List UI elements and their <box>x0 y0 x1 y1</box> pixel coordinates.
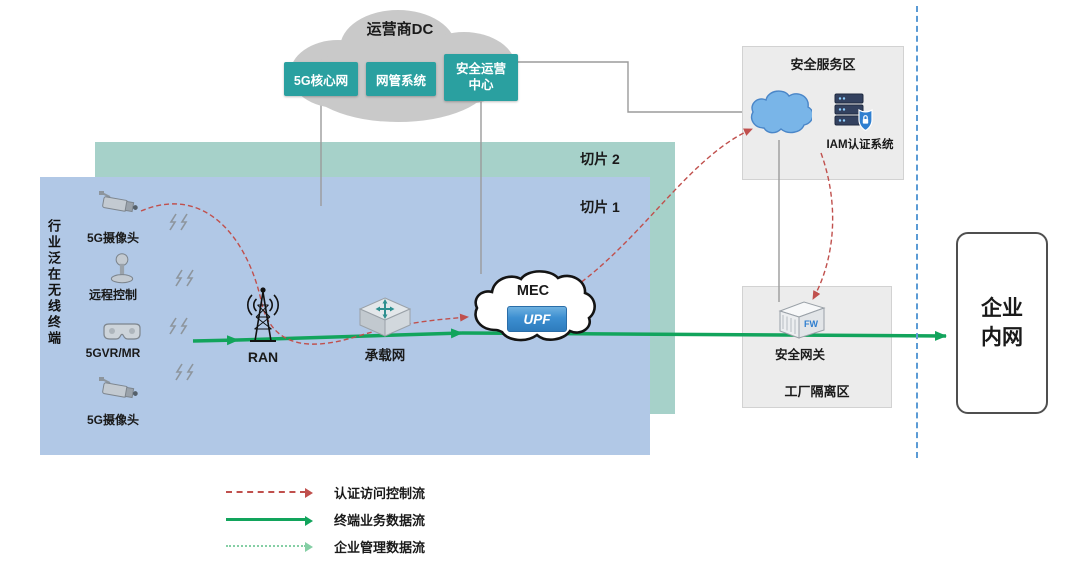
wireless-signal-icon <box>169 213 188 231</box>
mec-label: MEC <box>516 283 550 299</box>
enterprise-intranet-box: 企业 内网 <box>956 232 1048 414</box>
iam-server-lock-icon <box>834 93 873 132</box>
enterprise-line2: 内网 <box>981 326 1023 349</box>
security-gateway-label: 安全网关 <box>774 348 825 362</box>
fw-text: FW <box>804 319 818 329</box>
wireless-signal-icon <box>175 363 194 381</box>
security-cloud-icon <box>750 90 812 134</box>
legend-item-management-flow: 企业管理数据流 <box>226 538 426 555</box>
enterprise-line1: 企业 <box>981 296 1023 320</box>
bearer-network-label: 承载网 <box>364 348 406 363</box>
terminal-label-vr: 5GVR/MR <box>85 346 141 360</box>
boundary-separator-line <box>916 6 918 458</box>
green-dotted-arrow-sample <box>226 542 313 552</box>
legend-item-business-flow: 终端业务数据流 <box>226 511 426 528</box>
firewall-gateway-icon: FW <box>778 301 826 339</box>
bearer-network-router-icon <box>358 297 412 337</box>
legend-item-auth-flow: 认证访问控制流 <box>226 484 426 501</box>
green-solid-arrow-sample <box>226 515 313 526</box>
nms-box: 网管系统 <box>366 62 436 96</box>
slice-2-label: 切片 2 <box>580 151 620 167</box>
iam-system-label: IAM认证系统 <box>826 139 894 151</box>
terminal-group-label: 行业泛在无线终端 <box>46 219 61 347</box>
soc-box-line2: 中心 <box>468 77 494 92</box>
soc-box-line1: 安全运营 <box>455 61 506 76</box>
wireless-signal-icon <box>175 269 194 287</box>
operator-dc-title: 运营商DC <box>366 21 434 38</box>
legend-label-business-flow: 终端业务数据流 <box>334 512 426 528</box>
red-dashed-arrow-sample <box>226 488 313 498</box>
soc-box: 安全运营 中心 <box>444 54 518 101</box>
slice-1-label: 切片 1 <box>580 199 620 215</box>
cctv-camera-icon <box>99 377 138 399</box>
cctv-camera-icon <box>99 191 138 213</box>
terminal-label-camera-2: 5G摄像头 <box>86 413 139 427</box>
terminal-label-camera-1: 5G摄像头 <box>86 231 139 245</box>
upf-box: UPF <box>507 306 567 332</box>
wireless-signal-icon <box>169 317 188 335</box>
soc-to-security-zone-line <box>518 61 742 113</box>
terminal-label-remote: 远程控制 <box>88 288 137 302</box>
legend-label-auth-flow: 认证访问控制流 <box>334 485 426 501</box>
remote-control-icon <box>110 253 134 284</box>
vr-headset-icon <box>103 323 141 340</box>
core-network-box: 5G核心网 <box>284 62 358 96</box>
ran-label: RAN <box>247 349 279 365</box>
antenna-tower-icon <box>247 287 279 342</box>
factory-dmz-title: 工厂隔离区 <box>784 384 850 399</box>
legend-label-management-flow: 企业管理数据流 <box>334 539 426 555</box>
security-service-zone-title: 安全服务区 <box>790 57 856 72</box>
